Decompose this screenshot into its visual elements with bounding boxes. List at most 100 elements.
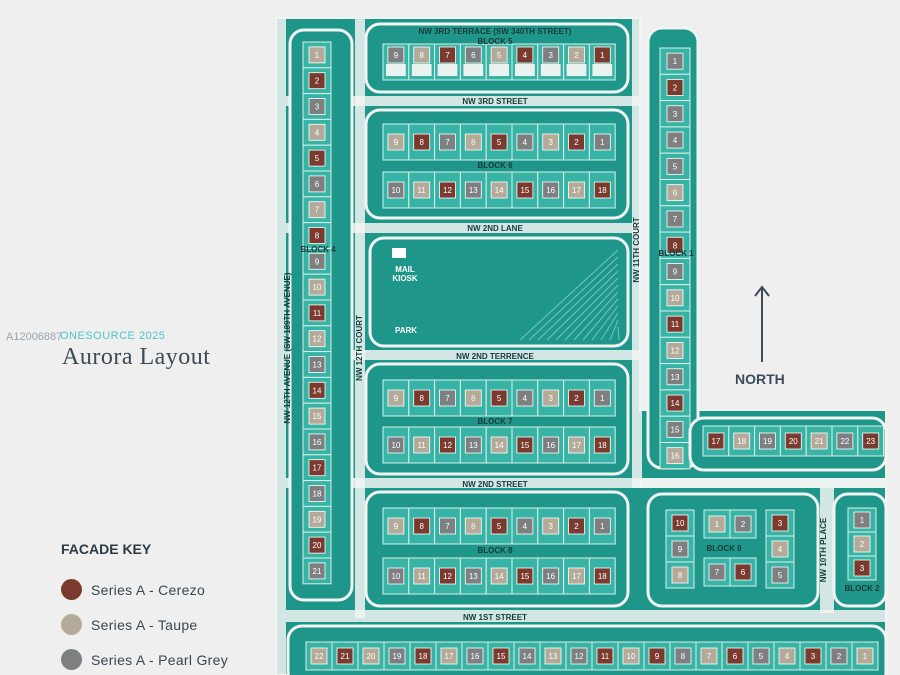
road: [632, 18, 642, 488]
house-facade: [413, 389, 431, 407]
house-facade: [439, 389, 456, 407]
house-facade: [464, 181, 482, 199]
park-hatch: [555, 277, 619, 341]
lot-number: 7: [315, 206, 320, 215]
house-facade: [308, 562, 326, 580]
lot-number: 11: [418, 572, 427, 581]
house-facade: [544, 647, 562, 665]
house-facade: [440, 647, 458, 665]
lot-number: 13: [313, 361, 322, 370]
lot-number: 6: [471, 138, 476, 147]
house-facade: [648, 647, 666, 665]
house-facade: [308, 356, 326, 373]
house-facade: [771, 566, 789, 584]
house-facade: [466, 647, 484, 665]
lot-number: 20: [367, 652, 376, 661]
mail-kiosk-icon: [392, 248, 406, 258]
lot-number: 17: [572, 441, 581, 450]
lot: [408, 507, 436, 545]
house-facade: [516, 389, 534, 407]
lot-number: 6: [471, 51, 476, 60]
lot-number: 2: [574, 51, 579, 60]
lot-number: 2: [574, 522, 579, 531]
facade-key-label: Series A - Cerezo: [91, 581, 206, 598]
lot-number: 17: [572, 186, 581, 195]
lot-number: 18: [598, 572, 607, 581]
park-hatch: [528, 256, 619, 341]
house-facade: [593, 133, 611, 151]
lot-number: 2: [837, 652, 842, 661]
house-facade: [666, 315, 684, 333]
house-facade: [413, 181, 431, 199]
house-facade: [308, 46, 326, 64]
lot-number: 11: [601, 652, 610, 661]
lot-number: 20: [313, 541, 322, 550]
lot-number: 11: [313, 309, 322, 318]
street-label-nw-2nd-lane: NW 2ND LANE: [467, 224, 523, 233]
cerezo-swatch: [61, 579, 82, 600]
lot-number: 13: [671, 373, 680, 382]
house-facade: [518, 647, 536, 665]
lot-number: 22: [315, 652, 324, 661]
house-facade: [568, 567, 585, 585]
house-facade: [516, 567, 534, 585]
lot-number: 4: [315, 128, 320, 137]
house-facade: [516, 517, 534, 535]
lot-number: 23: [866, 437, 875, 446]
house-facade: [593, 389, 611, 407]
driveway: [489, 64, 509, 76]
lot-number: 3: [315, 103, 320, 112]
road: [355, 18, 365, 618]
lot-number: 15: [520, 441, 529, 450]
house-facade: [752, 647, 770, 665]
house-facade: [413, 436, 431, 454]
house-facade: [622, 647, 640, 665]
lot-number: 10: [627, 652, 636, 661]
driveway: [463, 64, 484, 76]
house-facade: [830, 647, 848, 665]
house-facade: [387, 436, 405, 454]
lot-number: 4: [523, 522, 528, 531]
lot-number: 1: [860, 516, 865, 525]
house-facade: [853, 535, 871, 553]
lot-number: 4: [523, 138, 528, 147]
lot-number: 20: [789, 437, 798, 446]
house-facade: [308, 98, 326, 115]
mail-kiosk-label: KIOSK: [392, 274, 418, 283]
house-facade: [666, 79, 684, 96]
street-label-nw-11th-court: NW 11TH COURT: [632, 217, 641, 282]
lot-number: 18: [737, 437, 746, 446]
lot-number: 12: [313, 335, 322, 344]
house-facade: [666, 289, 684, 307]
lot-number: 10: [391, 186, 400, 195]
lot-number: 14: [495, 572, 504, 581]
lot: [302, 480, 332, 507]
facade-key-label: Series A - Taupe: [91, 616, 198, 633]
house-facade: [666, 342, 684, 359]
lot-number: 4: [785, 652, 790, 661]
lot-number: 12: [443, 186, 452, 195]
mls-watermark: A12006887: [6, 331, 63, 343]
house-facade: [771, 514, 789, 532]
house-facade: [464, 389, 482, 407]
house-facade: [439, 517, 456, 535]
house-facade: [674, 647, 692, 665]
house-facade: [413, 46, 431, 64]
park-area: [368, 236, 630, 348]
house-facade: [734, 563, 752, 581]
house-facade: [542, 436, 560, 454]
house-facade: [464, 133, 482, 151]
lot-number: 19: [313, 515, 322, 524]
layout-title: Aurora Layout: [62, 344, 211, 370]
house-facade: [490, 46, 508, 64]
house-facade: [388, 647, 406, 665]
lot-number: 11: [671, 320, 680, 329]
house-facade: [490, 181, 508, 199]
lot-number: 12: [443, 572, 452, 581]
lot-number: 16: [313, 438, 322, 447]
lot-number: 19: [763, 437, 772, 446]
house-facade: [308, 433, 326, 451]
lot-number: 18: [419, 652, 428, 661]
lot-number: 16: [671, 452, 680, 461]
lot-number: 15: [497, 652, 506, 661]
